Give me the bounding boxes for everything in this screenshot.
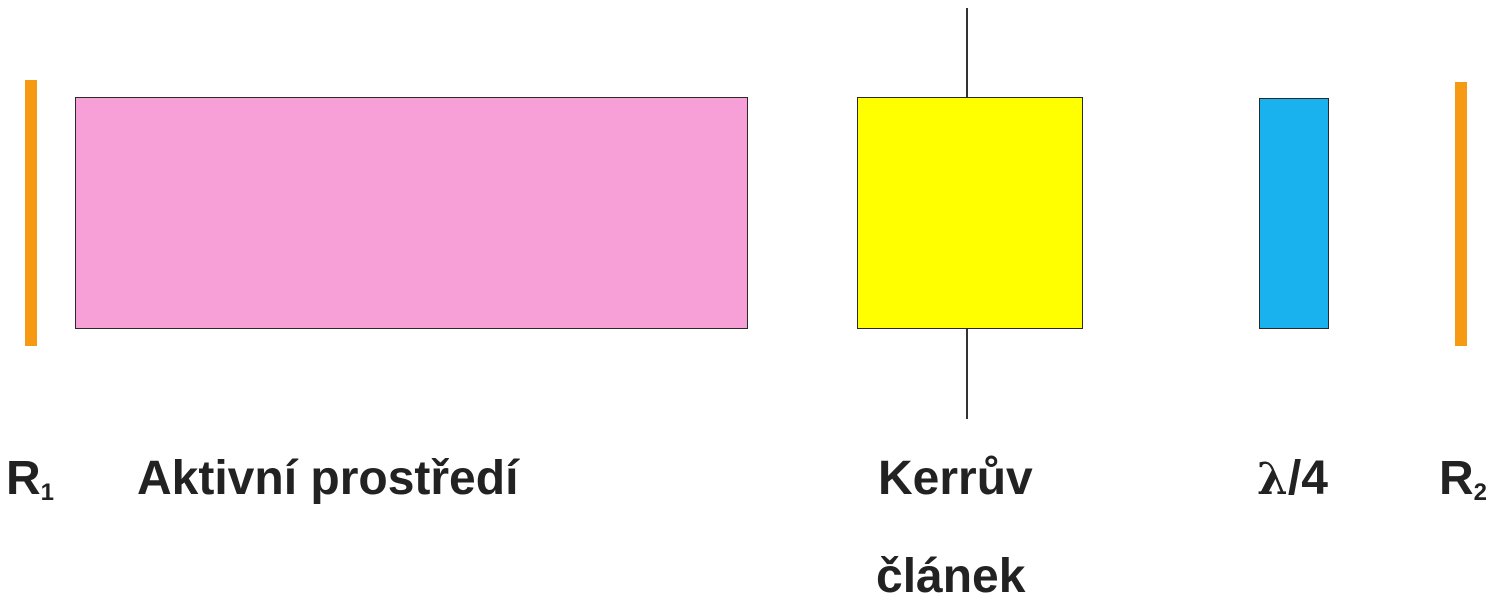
quarter-wave-plate-block <box>1259 98 1329 329</box>
mirror-r1 <box>25 80 37 346</box>
label-r1-subscript: 1 <box>40 479 55 506</box>
lambda-symbol: λ <box>1257 454 1288 505</box>
label-active-medium: Aktivní prostředí <box>137 452 519 505</box>
kerr-electrode-bottom <box>966 329 968 419</box>
label-quarter-wave: λ/4 <box>1257 455 1328 503</box>
mirror-r2 <box>1455 82 1467 346</box>
lambda-fraction: /4 <box>1287 452 1328 505</box>
label-r2-subscript: 2 <box>1473 479 1488 506</box>
kerr-cell-block <box>857 97 1083 329</box>
label-r1: R1 <box>6 452 55 506</box>
label-kerr-cell-line2: článek <box>876 550 1026 603</box>
label-r2: R2 <box>1439 452 1488 506</box>
label-kerr-cell-line1: Kerrův <box>878 452 1033 505</box>
kerr-electrode-top <box>966 8 968 97</box>
active-medium-block <box>75 97 748 329</box>
